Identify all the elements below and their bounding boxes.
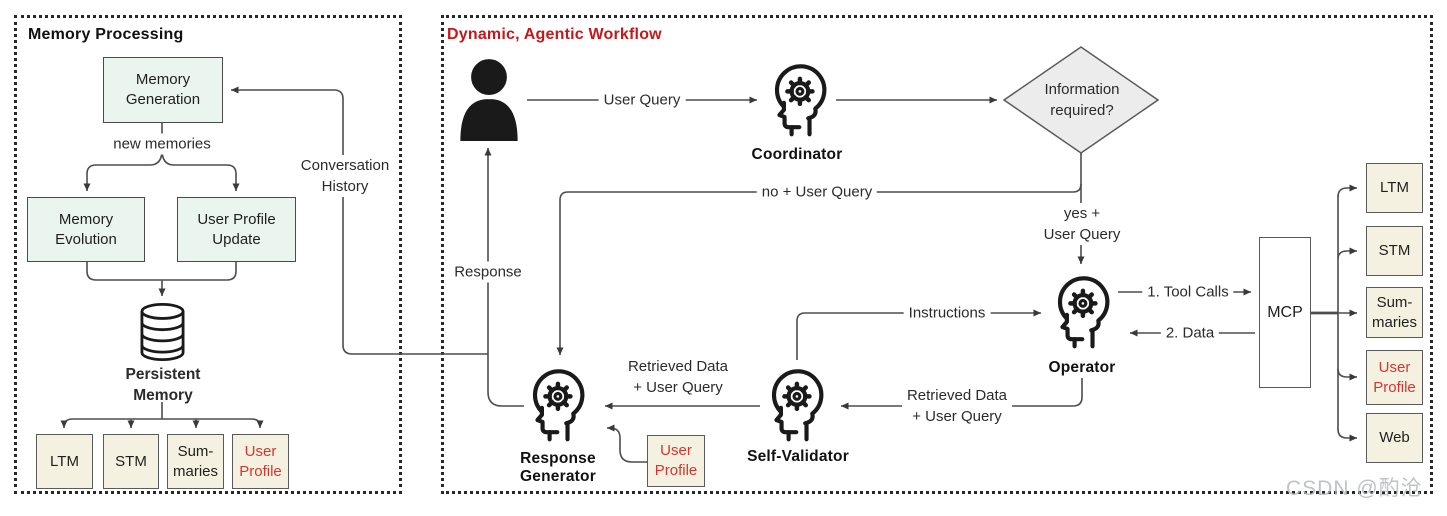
memory-panel-title: Memory Processing <box>28 26 184 43</box>
memory-processing-panel <box>14 15 402 494</box>
workflow-panel-title: Dynamic, Agentic Workflow <box>447 26 662 43</box>
memory-evolution-node: Memory Evolution <box>27 197 145 262</box>
conversation-history-label: Conversation History <box>295 155 395 197</box>
persistent-memory-label: Persistent Memory <box>125 366 201 404</box>
memory-store-summaries: Sum- maries <box>167 434 224 489</box>
tool-calls-label: 1. Tool Calls <box>1142 281 1234 303</box>
user-icon <box>458 54 520 141</box>
no-user-query-label: no + User Query <box>756 181 878 203</box>
operator-icon <box>1049 271 1113 353</box>
coordinator-icon <box>766 59 830 141</box>
data-label: 2. Data <box>1160 322 1220 344</box>
retrieved-data-to-generator-label: Retrieved Data + User Query <box>622 356 734 398</box>
mcp-store-ltm: LTM <box>1366 163 1423 213</box>
response-generator-icon <box>524 364 588 446</box>
memory-store-user-profile: User Profile <box>232 434 289 489</box>
response-generator-label: Response Generator <box>520 450 596 485</box>
mcp-node: MCP <box>1259 237 1311 388</box>
response-label: Response <box>449 261 527 283</box>
watermark: CSDN @酌沧 <box>1286 477 1423 500</box>
new-memories-label: new memories <box>108 133 216 155</box>
user-profile-update-node: User Profile Update <box>177 197 296 262</box>
mcp-store-user-profile: User Profile <box>1366 350 1423 405</box>
memory-store-stm: STM <box>103 434 159 489</box>
mcp-store-stm: STM <box>1366 226 1423 276</box>
mcp-store-web: Web <box>1366 413 1423 463</box>
self-validator-icon <box>763 364 827 446</box>
user-profile-input-box: User Profile <box>647 435 705 487</box>
decision-diamond <box>1002 46 1160 154</box>
operator-label: Operator <box>1048 359 1116 376</box>
memory-store-ltm: LTM <box>36 434 93 489</box>
coordinator-label: Coordinator <box>751 146 843 163</box>
retrieved-data-to-validator-label: Retrieved Data + User Query <box>901 385 1013 427</box>
yes-user-query-label: yes + User Query <box>1038 203 1126 245</box>
user-query-label: User Query <box>598 89 686 111</box>
memory-generation-node: Memory Generation <box>103 57 223 123</box>
instructions-label: Instructions <box>903 302 991 324</box>
self-validator-label: Self-Validator <box>747 448 849 465</box>
mcp-store-summaries: Sum- maries <box>1366 287 1423 338</box>
agentic-workflow-panel <box>441 15 1433 494</box>
decision-text: Information required? <box>1044 81 1120 119</box>
database-icon <box>139 303 186 361</box>
